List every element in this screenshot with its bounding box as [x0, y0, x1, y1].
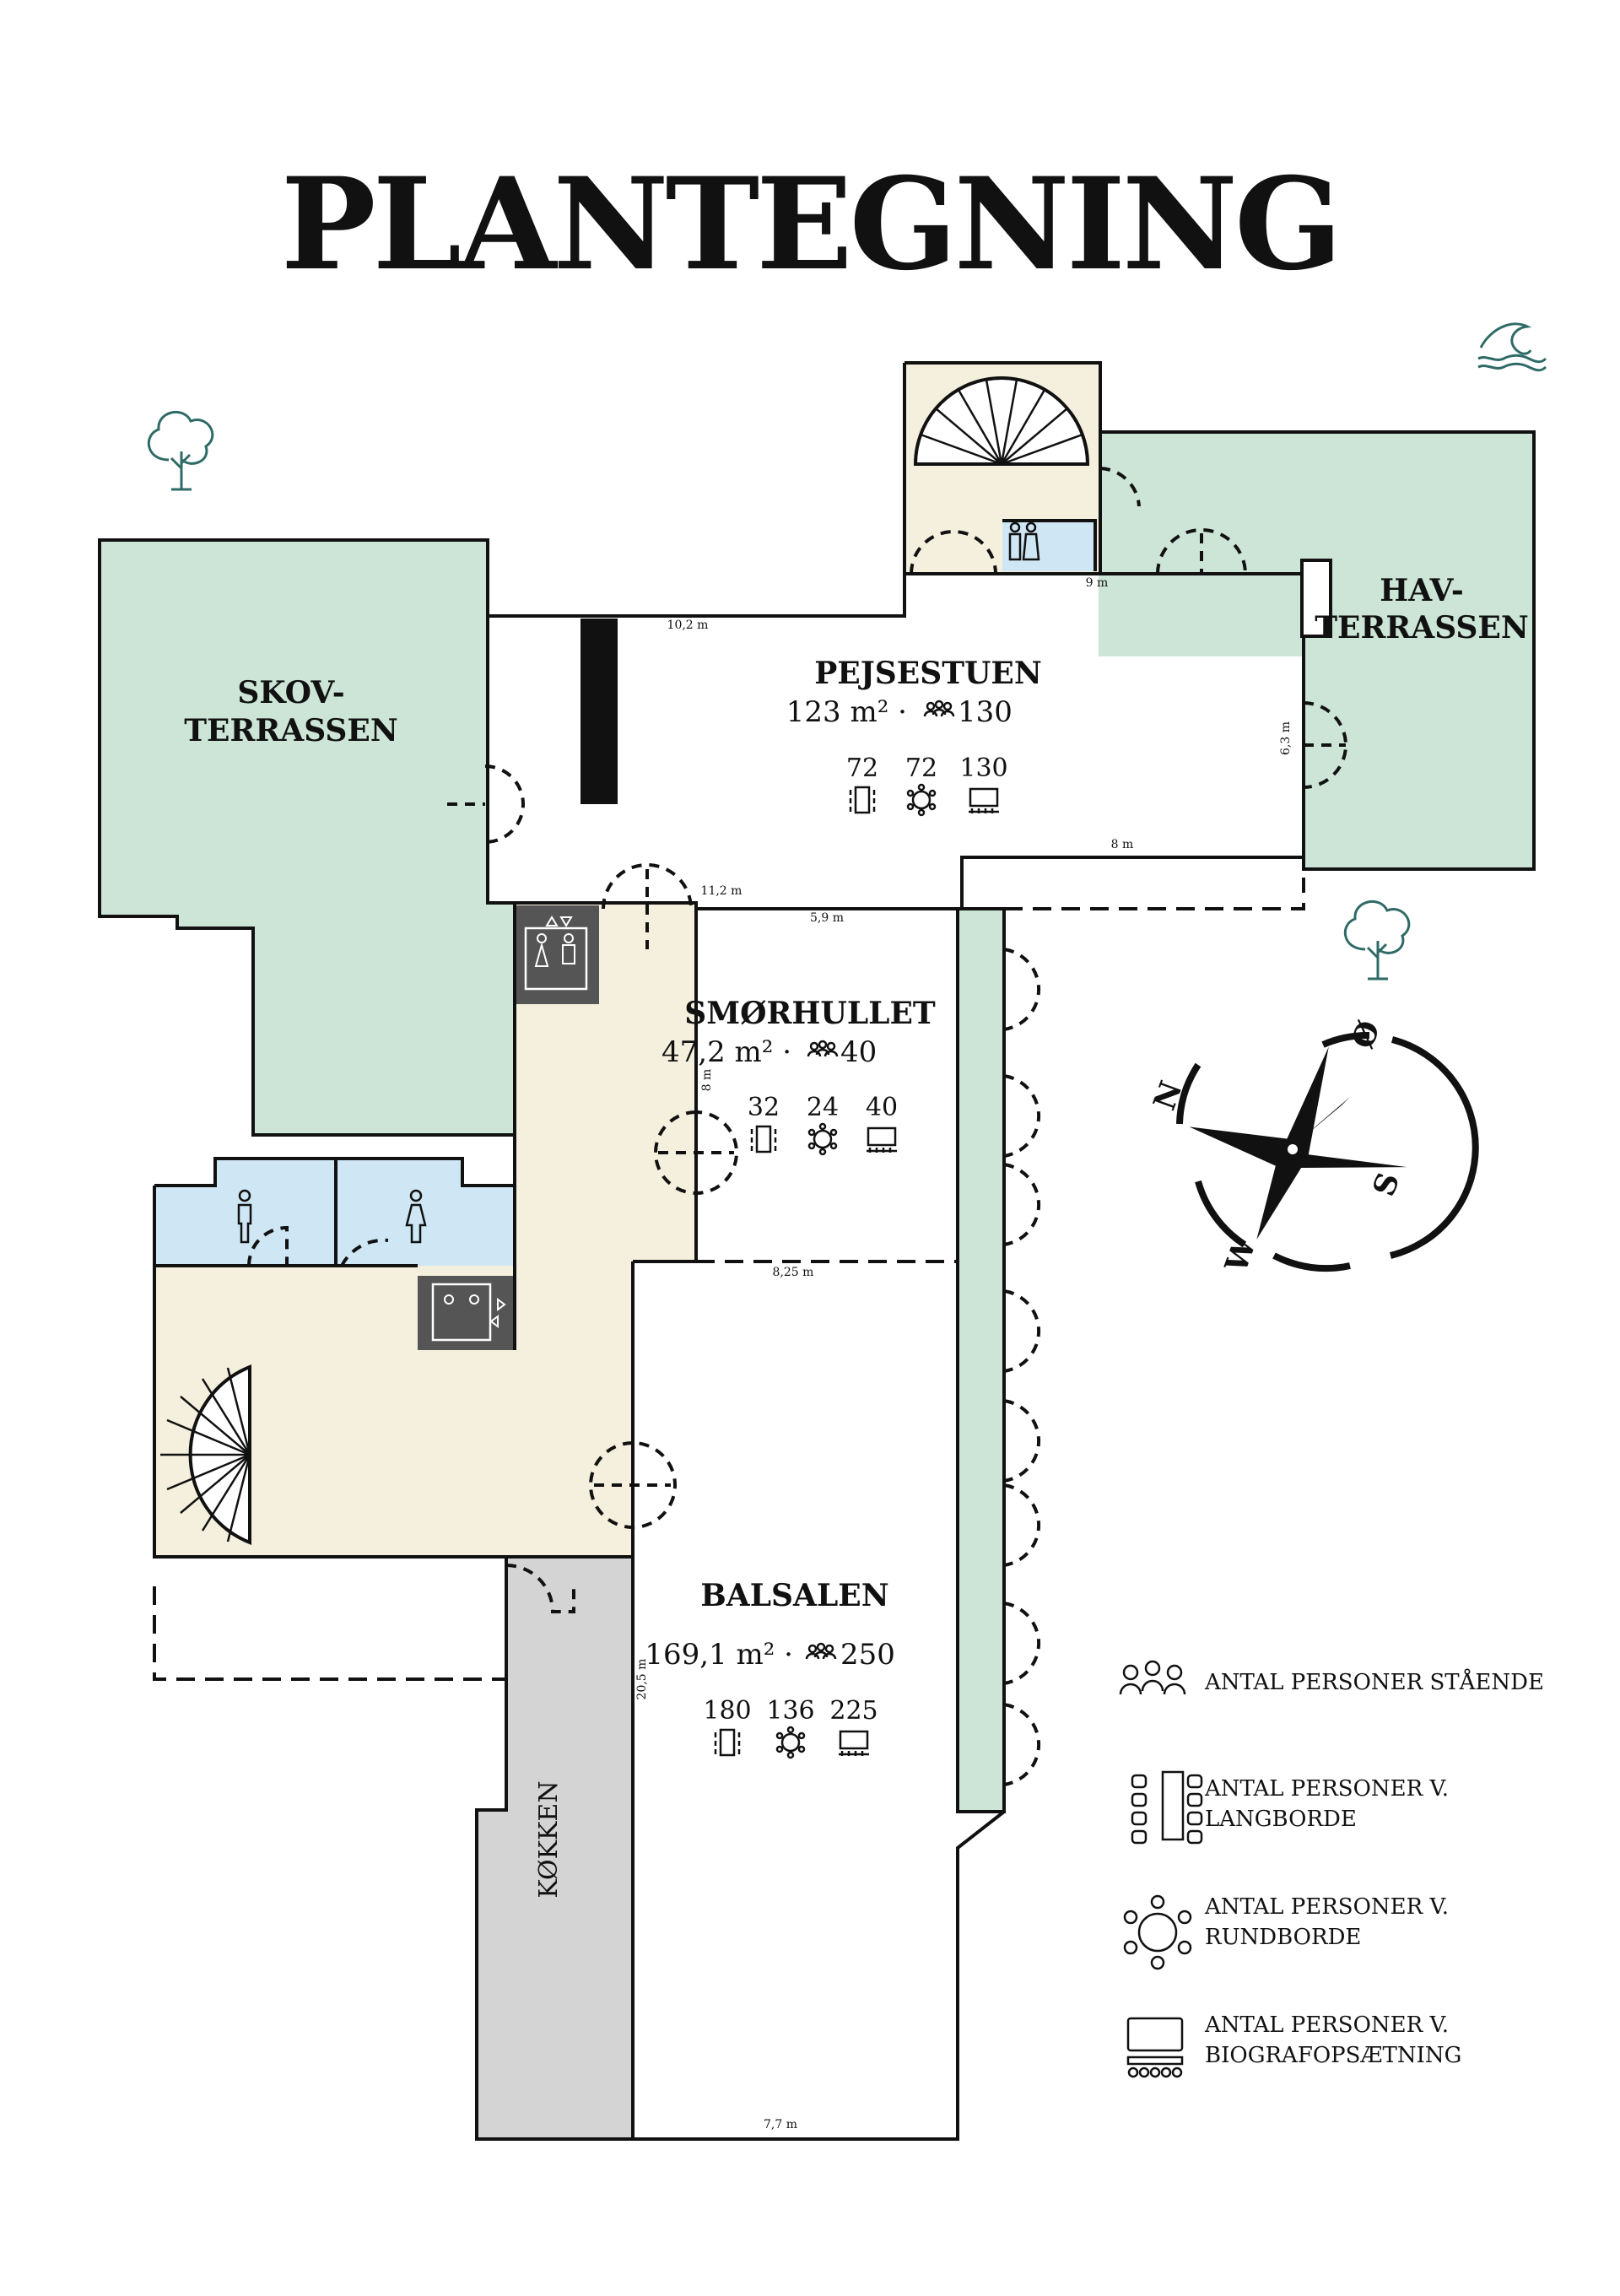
legend-round-1: ANTAL PERSONER V. [1204, 1894, 1449, 1920]
dim-8-25: 8,25 m [773, 1266, 814, 1279]
legend-long-2: LANGBORDE [1205, 1807, 1357, 1832]
hav-wall [1100, 430, 1536, 871]
hav-label-2: TERRASSEN [1315, 610, 1529, 646]
compass-o: Ø [1345, 1016, 1387, 1053]
hav-label-1: HAV- [1380, 573, 1464, 608]
smorhullet-cinema: 40 [866, 1093, 898, 1122]
round-table-icon [906, 783, 937, 817]
smorhullet-round: 24 [807, 1093, 839, 1122]
legend-cinema-2: BIOGRAFOPSÆTNING [1205, 2043, 1461, 2068]
legend-long-1: ANTAL PERSONER V. [1204, 1776, 1449, 1802]
cinema-icon [1126, 2017, 1184, 2078]
legend-cinema-1: ANTAL PERSONER V. [1204, 2012, 1449, 2038]
pejsestuen-title: PEJSESTUEN [814, 656, 1042, 691]
stairs-top [913, 376, 1090, 466]
pejsestuen-standing: 130 [958, 695, 1012, 729]
dim-8-side: 8 m [700, 1069, 714, 1092]
toilet-top-icon [1008, 521, 1040, 561]
legend: ANTAL PERSONER STÅENDE ANTAL PERSONER V.… [1119, 1660, 1544, 2078]
pejsestuen-long: 72 [846, 754, 878, 783]
balsalen-area: 169,1 m² · [645, 1638, 793, 1672]
cinema-icon [867, 1126, 897, 1153]
round-table-icon [775, 1726, 806, 1759]
elevator-icon [524, 916, 588, 991]
pillar [1300, 559, 1332, 638]
toilet-man-icon [237, 1189, 252, 1244]
legend-standing: ANTAL PERSONER STÅENDE [1204, 1668, 1544, 1695]
hav-terrassen-area [1099, 432, 1534, 869]
cinema-icon [839, 1730, 869, 1756]
cinema-icon [969, 787, 999, 813]
dim-6-3: 6,3 m [1279, 721, 1293, 755]
skov-label-1: SKOV- [237, 675, 344, 710]
balsalen-cinema: 225 [829, 1696, 878, 1726]
skov-terrassen-area [100, 540, 515, 1135]
people-icon [805, 1642, 837, 1660]
toilet-top [1002, 521, 1095, 571]
compass-s: S [1366, 1168, 1407, 1201]
long-table-icon [1131, 1770, 1203, 1845]
people-icon [807, 1040, 839, 1057]
balsalen-wall [475, 1261, 634, 2141]
balsalen-standing: 250 [840, 1638, 895, 1672]
balsalen-long: 180 [703, 1696, 751, 1726]
dim-9: 9 m [1086, 576, 1109, 590]
pejsestuen-cinema: 130 [959, 754, 1007, 783]
pejsestuen-round: 72 [905, 754, 937, 783]
long-table-icon [714, 1728, 741, 1757]
tree-icon [1343, 900, 1411, 981]
fireplace [580, 619, 618, 804]
green-strip [958, 909, 1004, 1812]
long-table-icon [750, 1125, 777, 1153]
dim-7-7: 7,7 m [764, 2118, 797, 2131]
stairs-left [160, 1364, 251, 1545]
dim-10-2: 10,2 m [667, 619, 709, 632]
balsalen-title: BALSALEN [700, 1578, 888, 1613]
skov-wall [98, 538, 516, 1137]
dim-11-2: 11,2 m [701, 884, 742, 898]
door-swings [247, 467, 1347, 1786]
balsalen-round: 136 [766, 1696, 814, 1726]
page-title: PLANTEGNING [281, 150, 1339, 299]
round-table-icon [1123, 1894, 1192, 1970]
toilet-woman-icon [405, 1189, 427, 1244]
compass-icon: N Ø S W [1147, 1016, 1479, 1278]
wave-icon [1477, 322, 1547, 372]
smorhullet-title: SMØRHULLET [684, 996, 936, 1031]
elevator-1 [513, 905, 599, 1004]
pejsestuen-area: 123 m² · [786, 695, 907, 729]
legend-round-2: RUNDBORDE [1205, 1925, 1361, 1950]
corridor-area [154, 903, 696, 1557]
tree-icon [147, 411, 214, 491]
smorhullet-long: 32 [748, 1093, 780, 1122]
people-icon [1119, 1660, 1186, 1695]
people-icon [923, 700, 955, 717]
elevator-icon-2 [431, 1283, 506, 1342]
kokken-label: KØKKEN [534, 1780, 564, 1898]
round-table-icon [807, 1122, 838, 1156]
smorhullet-area: 47,2 m² · [662, 1035, 791, 1069]
dim-8-top: 8 m [1111, 838, 1134, 851]
dim-20-5: 20,5 m [635, 1659, 649, 1700]
long-table-icon [849, 786, 876, 814]
dim-5-9: 5,9 m [810, 911, 844, 925]
compass-w: W [1218, 1232, 1264, 1278]
kitchen-area [477, 1557, 633, 2139]
skov-label-2: TERRASSEN [184, 713, 398, 748]
smorhullet-standing: 40 [840, 1035, 877, 1069]
